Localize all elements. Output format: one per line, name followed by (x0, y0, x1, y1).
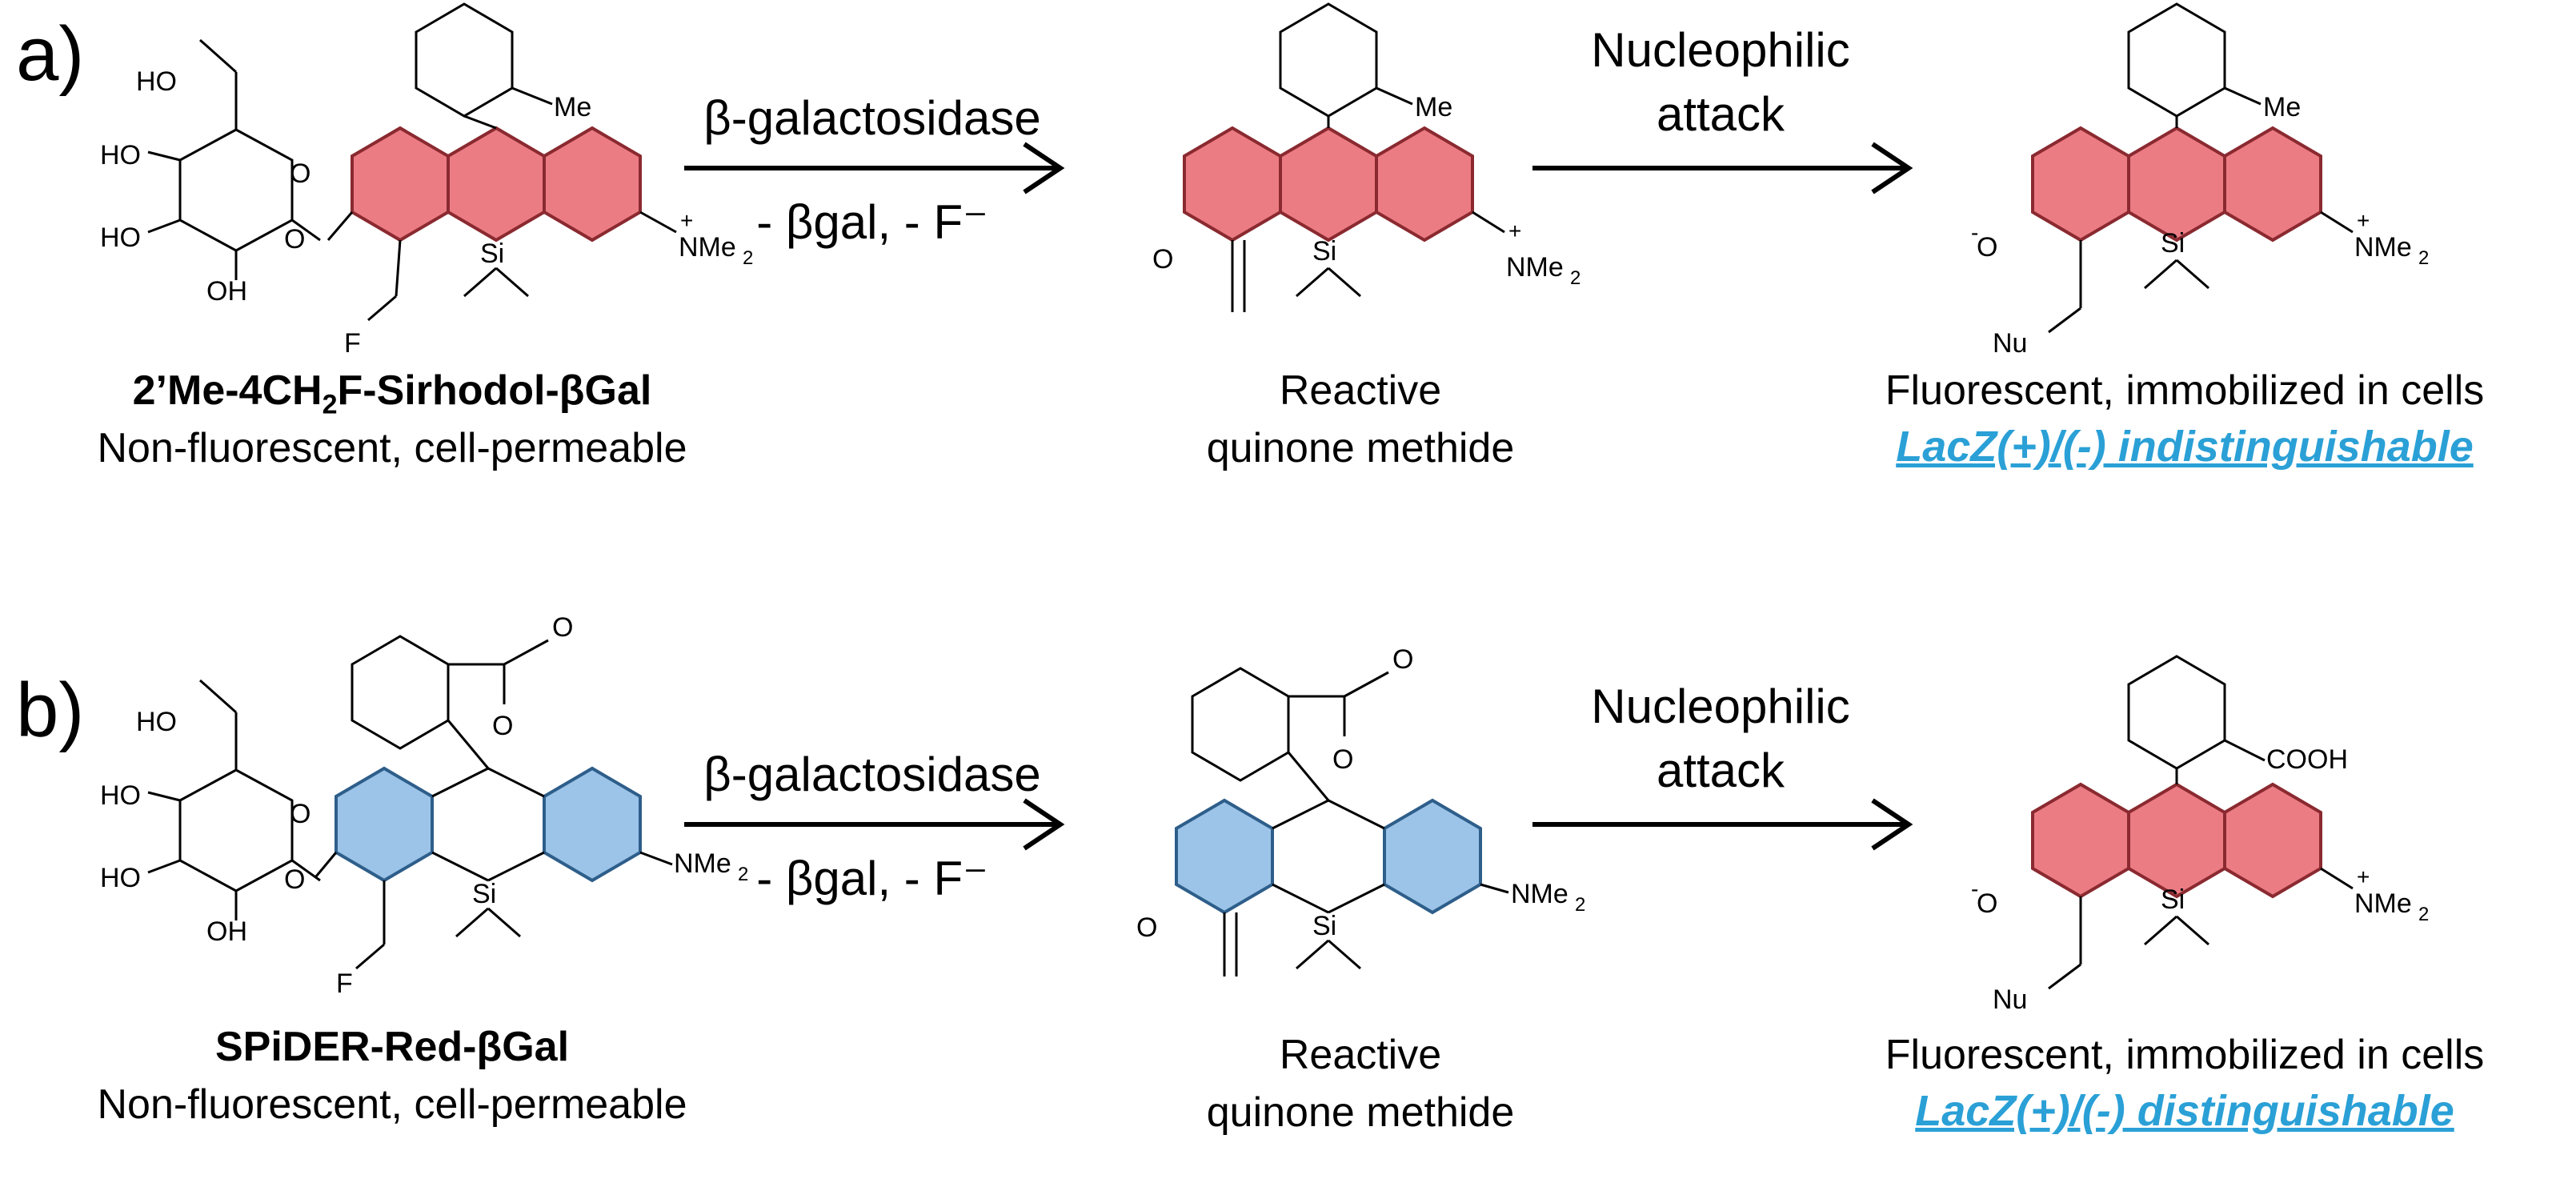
intermediate-label-b-line2: quinone methide (1206, 1089, 1515, 1136)
svg-text:NMe: NMe (1506, 252, 1564, 283)
product-description-a: Fluorescent, immobilized in cells (1885, 367, 2485, 414)
svg-text:Nu: Nu (1993, 984, 2027, 1015)
svg-text:Si: Si (2161, 228, 2185, 259)
svg-text:O: O (284, 864, 305, 895)
svg-text:Si: Si (1312, 236, 1336, 267)
svg-text:Si: Si (1312, 911, 1336, 941)
svg-text:2: 2 (2418, 904, 2429, 925)
svg-text:COOH: COOH (2266, 744, 2348, 775)
svg-text:Si: Si (480, 239, 504, 269)
nucleophilic-label-a: Nucleophilic (1591, 23, 1850, 77)
nucleophilic-label-b: Nucleophilic (1591, 680, 1850, 733)
svg-text:HO: HO (100, 780, 141, 811)
probe-description-a: Non-fluorescent, cell-permeable (97, 425, 687, 471)
probe-description-b: Non-fluorescent, cell-permeable (97, 1081, 687, 1128)
svg-text:HO: HO (100, 863, 141, 893)
attack-label-a: attack (1656, 87, 1785, 141)
svg-text:2: 2 (743, 247, 753, 269)
svg-text:OH: OH (206, 276, 247, 307)
svg-text:O: O (1152, 244, 1173, 275)
svg-text:2: 2 (738, 864, 748, 885)
svg-text:HO: HO (136, 66, 177, 97)
svg-text:-: - (1971, 876, 1978, 901)
elimination-label-b: - βgal, - F⁻ (756, 852, 988, 905)
panel-label-a: a) (16, 11, 85, 97)
svg-text:NMe: NMe (2354, 232, 2412, 263)
svg-text:O: O (1332, 744, 1353, 775)
svg-text:Si: Si (472, 879, 496, 909)
svg-text:NMe: NMe (1511, 879, 1568, 909)
svg-text:HO: HO (136, 707, 177, 737)
svg-text:+: + (680, 208, 693, 233)
svg-text:2: 2 (1575, 894, 1585, 916)
enzyme-label-b: β-galactosidase (703, 748, 1041, 801)
svg-text:O: O (1977, 888, 1997, 919)
svg-text:HO: HO (100, 223, 141, 253)
svg-text:+: + (2357, 864, 2370, 889)
svg-text:NMe: NMe (2354, 888, 2412, 919)
svg-text:+: + (2357, 208, 2370, 233)
svg-text:F: F (336, 968, 353, 999)
attack-label-b: attack (1656, 744, 1785, 797)
svg-text:Si: Si (2161, 884, 2185, 915)
svg-text:O: O (1136, 912, 1157, 943)
svg-text:O: O (552, 612, 573, 643)
svg-text:Nu: Nu (1993, 328, 2027, 359)
svg-text:O: O (290, 158, 310, 189)
svg-text:F: F (344, 328, 361, 359)
svg-text:2: 2 (2418, 247, 2429, 269)
svg-text:O: O (1977, 232, 1997, 263)
elimination-label-a: - βgal, - F⁻ (756, 195, 988, 249)
intermediate-label-a-line1: Reactive (1279, 367, 1442, 414)
probe-name-a: 2’Me-4CH2F-Sirhodol-βGal (132, 367, 652, 420)
svg-text:O: O (290, 799, 310, 829)
svg-text:O: O (284, 224, 305, 255)
svg-text:+: + (1508, 219, 1521, 243)
probe-name-b: SPiDER-Red-βGal (214, 1024, 570, 1070)
svg-text:2: 2 (1570, 267, 1580, 289)
result-text-a: LacZ(+)/(-) indistinguishable (1896, 423, 2474, 471)
svg-text:Me: Me (1415, 92, 1452, 122)
svg-text:NMe: NMe (679, 232, 736, 263)
svg-text:NMe: NMe (674, 848, 731, 879)
intermediate-label-b-line1: Reactive (1279, 1032, 1442, 1078)
svg-text:Me: Me (554, 92, 591, 122)
result-text-b: LacZ(+)/(-) distinguishable (1915, 1087, 2454, 1135)
enzyme-label-a: β-galactosidase (703, 91, 1041, 145)
product-description-b: Fluorescent, immobilized in cells (1885, 1032, 2485, 1078)
intermediate-label-a-line2: quinone methide (1206, 425, 1515, 471)
svg-text:-: - (1971, 220, 1978, 245)
svg-text:O: O (492, 711, 513, 741)
svg-text:Me: Me (2263, 92, 2301, 122)
panel-label-b: b) (16, 668, 85, 753)
svg-text:HO: HO (100, 140, 141, 170)
svg-text:OH: OH (206, 916, 247, 947)
svg-text:O: O (1392, 644, 1413, 675)
